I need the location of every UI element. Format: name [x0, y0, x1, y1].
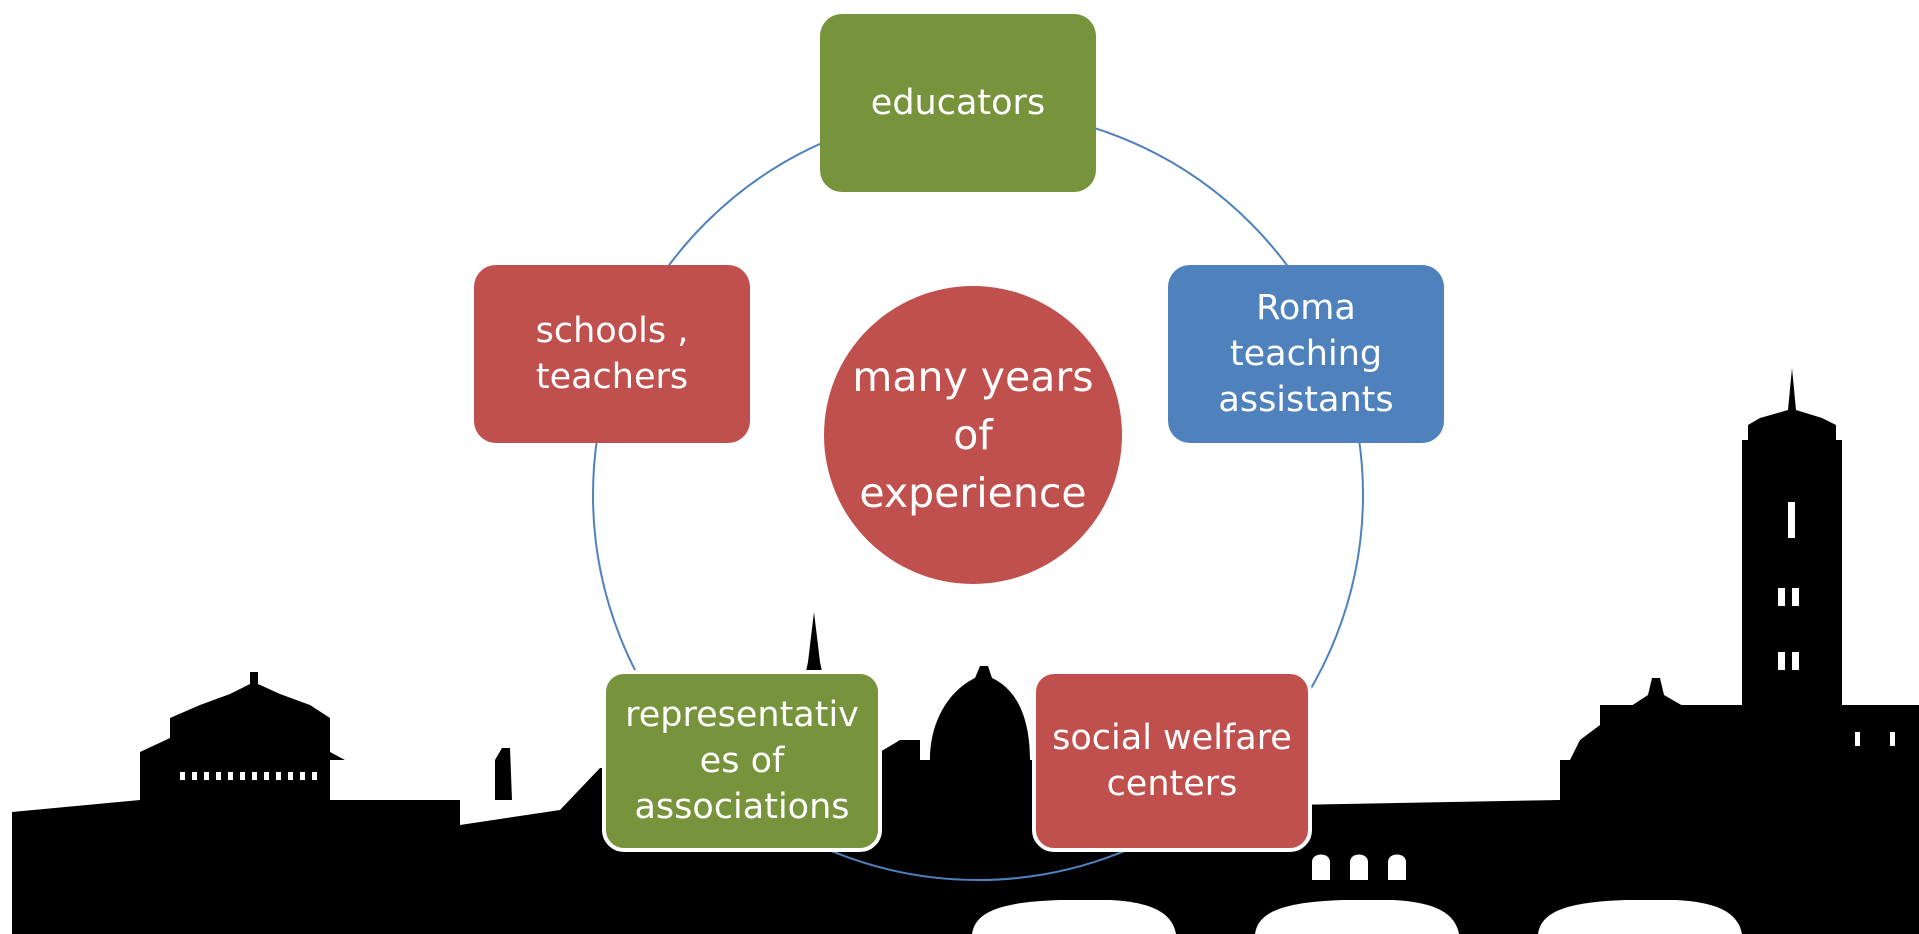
node-educators: educators: [820, 14, 1096, 192]
node-schools-teachers: schools , teachers: [474, 265, 750, 443]
node-representatives-of-associations: representativ es of associations: [602, 670, 882, 852]
node-social-welfare-centers: social welfare centers: [1032, 670, 1312, 852]
center-circle: many years of experience: [824, 286, 1122, 584]
node-roma-teaching-assistants: Roma teaching assistants: [1168, 265, 1444, 443]
